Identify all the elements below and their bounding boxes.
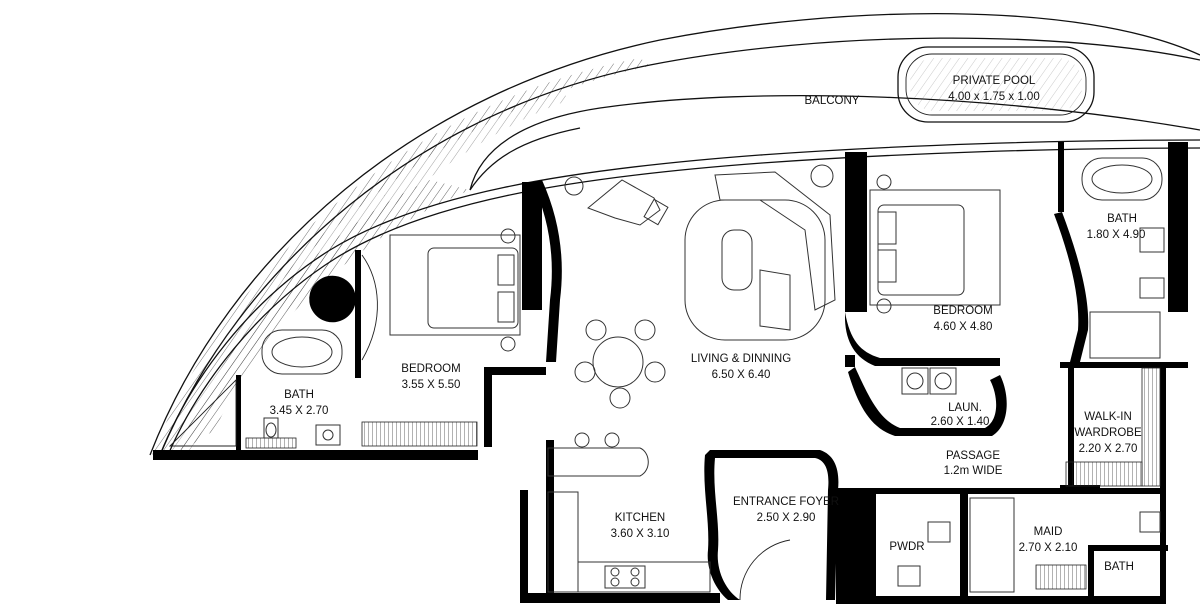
door-swing: [361, 254, 378, 361]
bath-left-label: BATH: [284, 389, 314, 401]
pool-label: PRIVATE POOL: [953, 75, 1036, 87]
balcony-label: BALCONY: [805, 95, 860, 107]
sofa-icon: [684, 171, 836, 341]
bath-right-label: BATH: [1107, 213, 1137, 225]
foyer-label: ENTRANCE FOYER: [733, 496, 839, 508]
passage-label: PASSAGE: [946, 450, 1000, 462]
maid-bath-label: BATH: [1104, 561, 1134, 573]
balcony-hatch: [152, 58, 650, 455]
maid-label: MAID: [1034, 526, 1063, 538]
kitchen-counter: [547, 491, 579, 593]
maid-bed: [969, 497, 1015, 593]
bathtub-icon: [1081, 157, 1163, 201]
bar-stool: [574, 432, 590, 448]
entrance-door-swing: [739, 539, 791, 601]
piano-icon: [587, 179, 669, 226]
laundry-dims: 2.60 X 1.40: [931, 416, 990, 428]
private-pool: [897, 46, 1095, 123]
kitchen-counter: [577, 561, 711, 593]
bar-stool: [604, 432, 620, 448]
shower-tray: [1089, 311, 1161, 359]
toilet-icon: [263, 417, 279, 439]
walls: [153, 142, 1188, 604]
bathtub-icon: [261, 329, 343, 375]
plant-icon: [564, 164, 834, 196]
foyer-dims: 2.50 X 2.90: [757, 512, 816, 524]
facade-curve: [159, 139, 1200, 456]
maid-dims: 2.70 X 2.10: [1019, 542, 1078, 554]
living-label: LIVING & DINNING: [691, 353, 791, 365]
bed-icon: [389, 228, 521, 352]
dining-table-icon: [574, 319, 666, 409]
wardrobe-label-2: WARDROBE: [1074, 427, 1142, 439]
kitchen-label: KITCHEN: [615, 512, 665, 524]
bath-left-dims: 3.45 X 2.70: [270, 405, 329, 417]
bed-icon: [869, 174, 1001, 314]
toilet-icon: [1139, 277, 1165, 299]
stove-icon: [604, 565, 646, 589]
living-dims: 6.50 X 6.40: [712, 369, 771, 381]
bath-corner-detail: [168, 378, 237, 447]
bedroom-left-label: BEDROOM: [401, 363, 460, 375]
kitchen-island: [547, 447, 649, 477]
wardrobe-dims: 2.20 X 2.70: [1079, 443, 1138, 455]
bath-right-dims: 1.80 X 4.90: [1087, 229, 1146, 241]
washing-machine-icon: [901, 367, 957, 395]
sink-icon: [315, 424, 341, 446]
wardrobe-strips: [245, 367, 1161, 590]
bedroom-right-label: BEDROOM: [933, 305, 992, 317]
sink-icon: [897, 565, 921, 587]
curved-walls: [309, 180, 1089, 600]
sink-icon: [1139, 227, 1165, 253]
bedroom-left-dims: 3.55 X 5.50: [402, 379, 461, 391]
wardrobe-label: WALK-IN: [1084, 411, 1132, 423]
powder-label: PWDR: [889, 541, 924, 553]
toilet-icon: [1139, 511, 1161, 533]
bedroom-right-dims: 4.60 X 4.80: [934, 321, 993, 333]
passage-dims: 1.2m WIDE: [944, 465, 1003, 477]
pool-dims: 4.00 x 1.75 x 1.00: [948, 91, 1039, 103]
laundry-label: LAUN.: [948, 402, 982, 414]
kitchen-dims: 3.60 X 3.10: [611, 528, 670, 540]
toilet-icon: [927, 521, 951, 543]
